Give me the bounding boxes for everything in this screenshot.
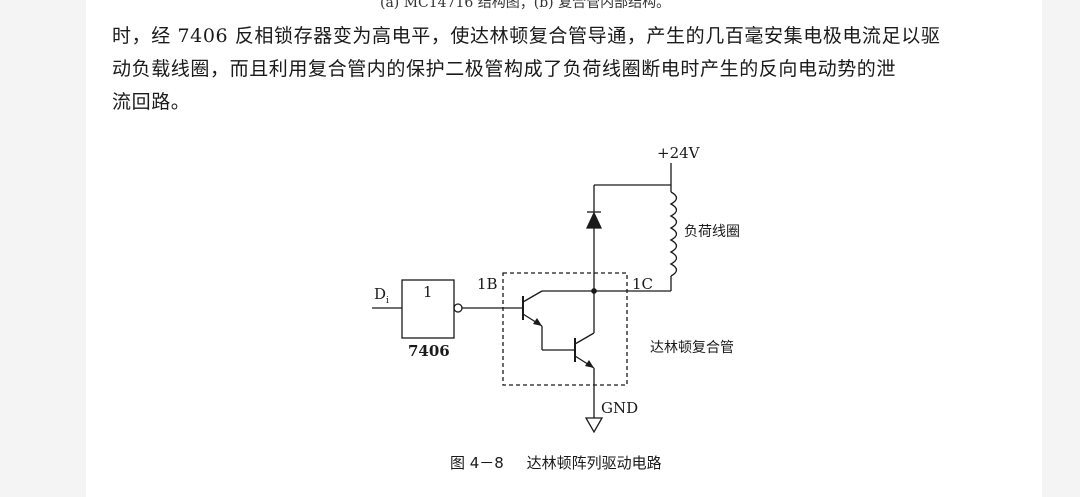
input-label: Di (374, 285, 389, 306)
collector-pin-label: 1C (632, 275, 653, 293)
paragraph-line-2: 动负载线圈，而且利用复合管内的保护二极管构成了负荷线圈断电时产生的反向电动势的泄 (112, 58, 897, 80)
load-coil-label: 负荷线圈 (684, 224, 740, 240)
input-label-subscript: i (386, 296, 389, 306)
transistor-q2-icon (574, 332, 595, 369)
paragraph-line-3: 流回路。 (112, 91, 191, 113)
darlington-label: 达林顿复合管 (650, 339, 734, 356)
gate-name: 7406 (408, 342, 450, 360)
input-label-main: D (374, 285, 386, 303)
base-pin-label: 1B (477, 275, 498, 293)
gate-symbol: 1 (423, 283, 433, 301)
ground-icon (584, 417, 604, 434)
inverter-bubble-icon (453, 303, 463, 313)
previous-figure-caption: (a) MC14716 结构图；(b) 复合管内部结构。 (380, 0, 671, 11)
figure-caption: 图 4－8 达林顿阵列驱动电路 (450, 452, 680, 473)
darlington-package-outline (502, 272, 628, 386)
protection-diode-icon (585, 211, 603, 229)
body-paragraph: 时，经 7406 反相锁存器变为高电平，使达林顿复合管导通，产生的几百毫安集电极… (112, 20, 1032, 119)
page-margin-right (1042, 0, 1080, 497)
transistor-q1-icon (522, 290, 543, 327)
paragraph-line-1: 时，经 7406 反相锁存器变为高电平，使达林顿复合管导通，产生的几百毫安集电极… (112, 25, 941, 47)
figure-title: 达林顿阵列驱动电路 (526, 454, 662, 472)
supply-label: +24V (657, 144, 701, 162)
figure-number: 图 4－8 (450, 454, 504, 472)
page-margin-left (0, 0, 86, 497)
load-coil-icon (669, 191, 678, 277)
ground-label: GND (601, 399, 638, 417)
